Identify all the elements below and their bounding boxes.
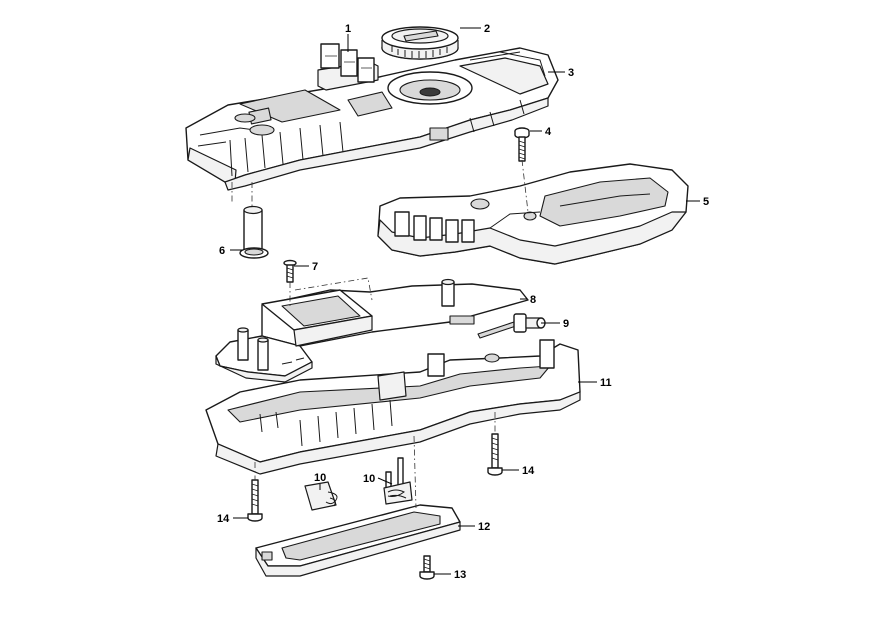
part-rotary-knob (381, 26, 459, 60)
part-switch-block (317, 43, 379, 91)
part-clamp-jaw (377, 163, 689, 265)
callout-14a: 14 (522, 465, 535, 477)
callout-14b: 14 (217, 513, 230, 525)
callout-8: 8 (530, 294, 536, 306)
part-screw-14-right (487, 433, 503, 476)
part-battery-contact-left (304, 481, 338, 511)
callout-2: 2 (484, 23, 490, 35)
callout-1: 1 (345, 23, 351, 35)
part-screw-14-left (247, 479, 263, 522)
callout-12: 12 (478, 521, 490, 533)
callout-6: 6 (219, 245, 225, 257)
part-screw-4 (514, 127, 530, 162)
assembly-centerlines (231, 159, 529, 509)
callout-11: 11 (600, 377, 612, 389)
callout-labels: 1 2 3 4 5 6 7 8 9 11 10 10 14 14 12 13 (217, 23, 709, 581)
callout-3: 3 (568, 67, 574, 79)
part-top-housing (185, 47, 559, 191)
part-bottom-housing (205, 339, 581, 475)
part-probe-contact (477, 313, 546, 339)
callout-13: 13 (454, 569, 466, 581)
callout-9: 9 (563, 318, 569, 330)
part-screw-7 (283, 259, 297, 283)
callout-10b: 10 (363, 473, 375, 485)
callout-5: 5 (703, 196, 709, 208)
part-battery-cover (255, 504, 461, 577)
callout-leaders (230, 27, 700, 575)
callout-7: 7 (312, 261, 318, 273)
part-circuit-board (215, 278, 529, 383)
part-spacer-tube (239, 205, 269, 259)
part-battery-contact-right (383, 457, 413, 505)
callout-10a: 10 (314, 472, 326, 484)
callout-4: 4 (545, 126, 552, 138)
part-screw-13 (419, 555, 435, 580)
